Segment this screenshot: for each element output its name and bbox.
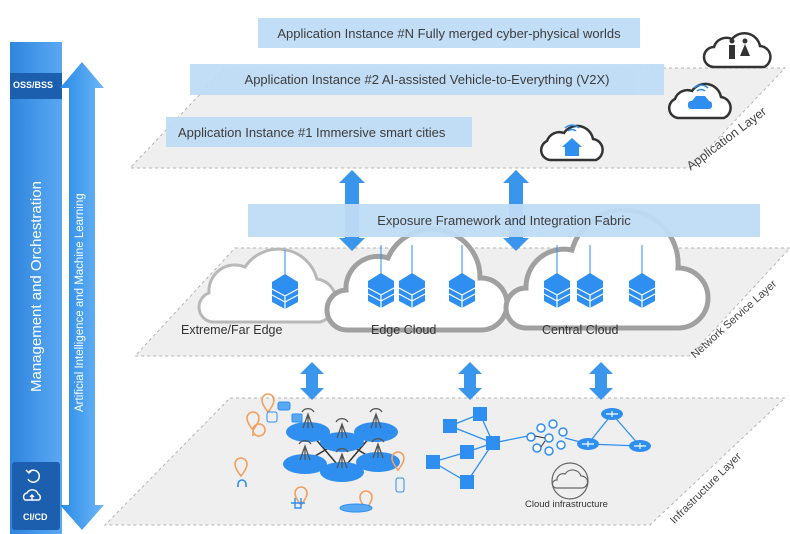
oss-bss-box — [10, 73, 62, 99]
server-icon — [628, 245, 656, 308]
cloud-upload-icon — [22, 489, 41, 501]
radio-cell — [356, 452, 400, 472]
far-edge-label: Extreme/Far Edge — [181, 323, 283, 337]
cloud-infrastructure-icon — [551, 462, 589, 500]
server-icon — [271, 250, 299, 309]
cloud-infrastructure-label: Cloud infrastructure — [525, 499, 608, 510]
network-node — [443, 419, 457, 433]
server-icon — [367, 245, 395, 308]
radio-cell-cluster — [283, 422, 400, 482]
network-node — [486, 436, 500, 450]
network-node — [460, 445, 474, 459]
server-icon — [448, 245, 476, 308]
radio-cell — [320, 432, 364, 452]
management-orchestration-label: Management and Orchestration — [28, 181, 45, 392]
app-instance-1-label: Application Instance #1 Immersive smart … — [166, 117, 472, 147]
app-instance-2-label: Application Instance #2 AI-assisted Vehi… — [190, 64, 664, 95]
edge-cloud-label: Edge Cloud — [371, 323, 437, 337]
device-icon — [237, 401, 405, 513]
exposure-framework-bar: Exposure Framework and Integration Fabri… — [248, 204, 760, 237]
infrastructure-layer-plane — [103, 397, 787, 526]
server-icon — [543, 245, 571, 308]
network-node — [460, 475, 474, 489]
server-icon — [398, 245, 426, 308]
smart-home-cloud-icon — [540, 124, 604, 162]
router-triangle — [564, 408, 651, 452]
refresh-icon — [25, 469, 41, 483]
network-node — [426, 455, 440, 469]
network-infra-arrow — [300, 362, 324, 400]
central-cloud-label: Central Cloud — [542, 323, 619, 337]
location-pin-icon — [234, 393, 405, 511]
hub-ring-icon — [526, 419, 568, 456]
radio-cell — [283, 454, 327, 474]
ai-ml-label: Artificial Intelligence and Machine Lear… — [74, 193, 86, 412]
cicd-box — [12, 462, 60, 530]
radio-cell — [286, 422, 330, 442]
oss-bss-label: OSS/BSS — [13, 80, 54, 90]
network-node — [473, 407, 487, 421]
family-cloud-icon — [702, 31, 772, 69]
antenna-icon — [298, 408, 385, 469]
ai-ml-arrow — [60, 62, 104, 530]
server-icon — [576, 245, 604, 308]
management-orchestration-bar — [10, 42, 62, 534]
network-infra-arrow — [589, 362, 613, 400]
radio-cell — [354, 422, 398, 442]
transport-network-graph — [426, 407, 529, 489]
car-cloud-icon — [668, 82, 732, 120]
cicd-label: CI/CD — [23, 512, 48, 522]
app-instance-n-label: Application Instance #N Fully merged cyb… — [258, 18, 640, 48]
network-infra-arrow — [458, 362, 482, 400]
radio-cell — [320, 462, 364, 482]
